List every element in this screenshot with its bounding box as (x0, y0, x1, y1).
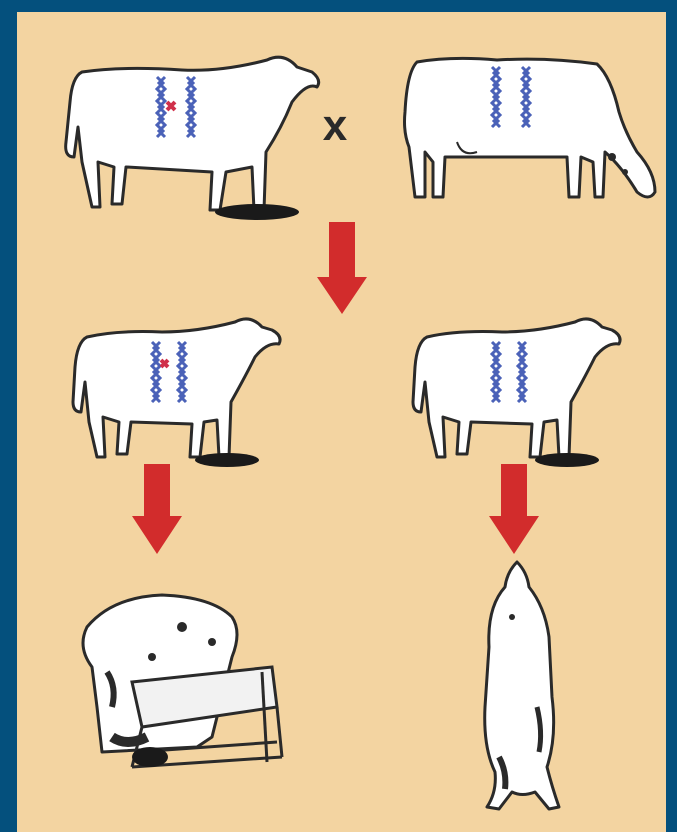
breeding-diagram: x (17, 12, 666, 832)
cow-icon (405, 58, 656, 197)
bull-icon (66, 57, 319, 220)
arrow-down-icon (489, 464, 539, 554)
carcass-icon (485, 562, 559, 809)
calf-icon-right (413, 319, 620, 467)
diagram-panel: x (17, 12, 666, 832)
calf-icon-left (73, 319, 280, 467)
arrow-down-icon (132, 464, 182, 554)
arrow-down-icon (317, 222, 367, 314)
cross-symbol: x (323, 101, 348, 150)
cross-label: x (323, 101, 348, 150)
downer-cow-icon (83, 595, 282, 767)
